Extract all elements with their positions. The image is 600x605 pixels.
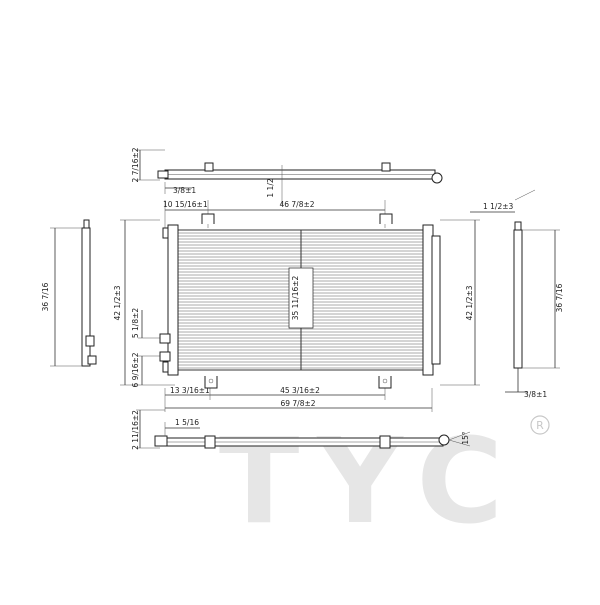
dim-bottom-mount-span: 45 3/16±2: [280, 386, 320, 395]
dim-fitting-upper: 5 1/8±2: [131, 308, 140, 339]
bottom-fitting: [438, 434, 450, 446]
dim-bottom-angle: 15°: [461, 431, 470, 445]
dim-top-rise: 1 1/2: [266, 178, 275, 197]
front-view: [159, 213, 441, 389]
dim-top-offset: 3/8±1: [173, 186, 196, 195]
top-mount-right: [381, 162, 391, 172]
dim-core-center-height: 35 11/16±2: [291, 275, 300, 320]
bottom-mount-bracket-right: [378, 376, 392, 389]
bottom-mount-bracket-left: [204, 376, 218, 389]
top-view: [136, 149, 443, 205]
dim-left-overall-height: 42 1/2±3: [113, 285, 122, 320]
dim-left-side-height: 36 7/16: [41, 282, 50, 311]
top-mount-bracket-right: [379, 213, 393, 224]
dim-bottom-height: 2 11/16±2: [131, 410, 140, 450]
right-side-body: [513, 229, 523, 369]
dim-top-height: 2 7/16±2: [131, 147, 140, 182]
registered-mark: R: [536, 419, 544, 432]
dim-right-top: 1 1/2±3: [483, 202, 514, 211]
right-side-view: [505, 221, 560, 393]
outlet-fitting: [159, 351, 171, 362]
inlet-fitting: [159, 333, 171, 344]
dim-overall-width: 69 7/8±2: [280, 399, 315, 408]
dim-right-bottom-offset: 3/8±1: [524, 390, 547, 399]
receiver-drier: [431, 235, 441, 365]
dim-bottom-offset: 1 5/16: [175, 418, 199, 427]
bottom-view: [136, 409, 471, 449]
top-fitting: [431, 172, 443, 184]
core-fins: [178, 232, 423, 369]
dim-left-bracket: 10 15/16±1: [163, 200, 208, 209]
dim-bottom-left-mount: 13 3/16±1: [170, 386, 210, 395]
top-mount-bracket-left: [201, 213, 215, 224]
watermark-text: TYC: [219, 412, 521, 550]
dim-right-side-height: 36 7/16: [555, 283, 564, 312]
dim-fitting-lower: 6 9/16±2: [131, 352, 140, 387]
registered-mark-circle: [530, 415, 550, 435]
tyc-watermark: TYC R: [219, 412, 550, 550]
top-mount-left: [204, 162, 214, 172]
left-header-tank: [167, 224, 179, 376]
left-side-view: [50, 219, 97, 367]
dim-center-span: 46 7/8±2: [279, 200, 314, 209]
dim-right-overall-height: 42 1/2±3: [465, 285, 474, 320]
